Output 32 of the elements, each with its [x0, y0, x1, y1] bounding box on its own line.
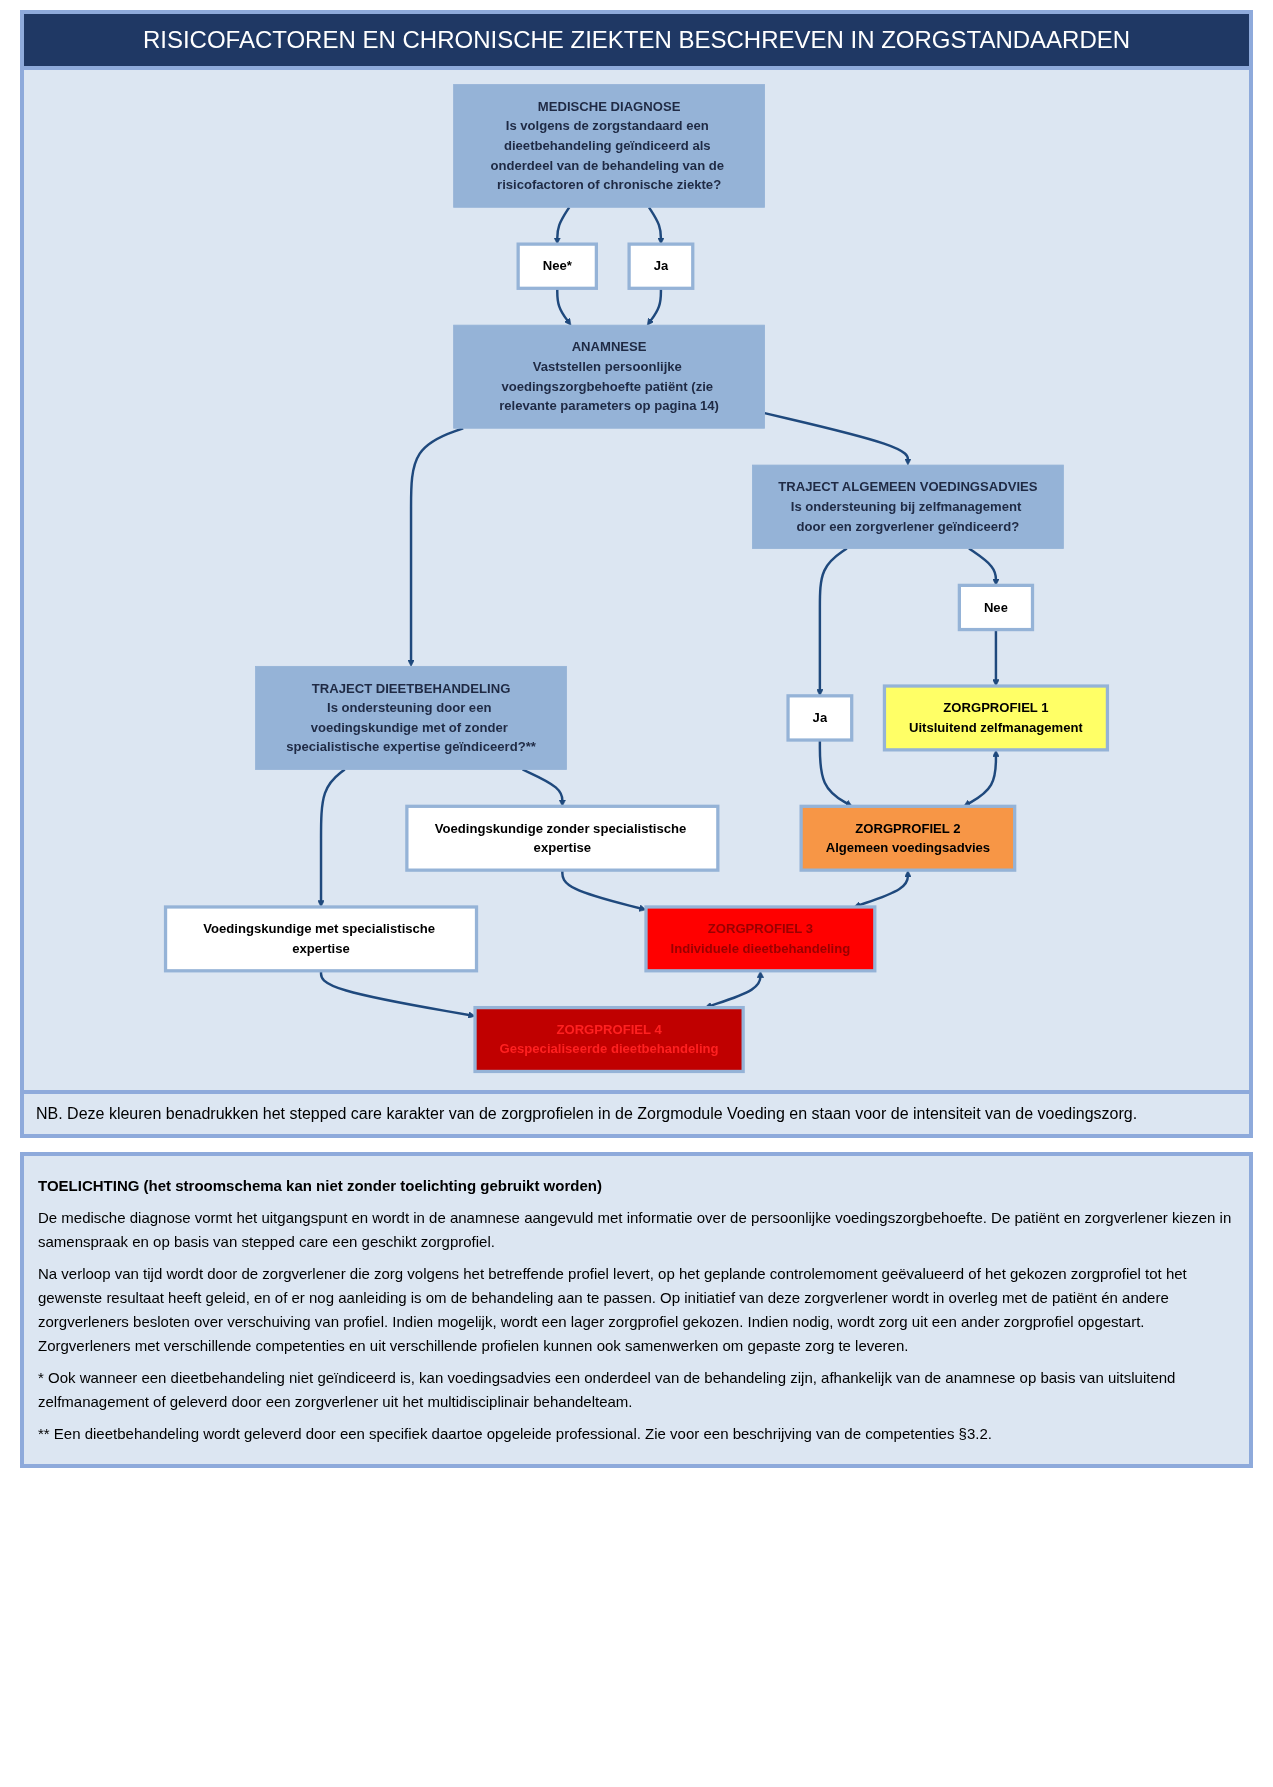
arrow [553, 206, 571, 245]
node-box: ANAMNESE Vaststellen persoonlijke voedingszorgbehoefte patiënt (zie relevante parameters op pagina 14) [453, 324, 765, 429]
paragraph: Na verloop van tijd wordt door de zorgverlener die zorg volgens het betreffende profiel levert, op het geplande controlemoment geëvalueerd of het gekozen zorgprofiel tot het gewenste resultaat heeft geleid, en of er nog aanleiding is om de behandeling aan te passen. Op initiatief van deze zorgverlener wordt in overleg met de patiënt én andere zorgverleners besloten over verschuiving van profiel. Indien mogelijk, wordt een lager zorgprofiel gekozen. Indien nodig, wordt zorg uit een ander zorgprofiel opgestart. Zorgverleners met verschillende competenties en uit verschillende profielen kunnen ook samenwerken om gepaste zorg te leveren. [38, 1264, 1188, 1356]
arrow [963, 749, 1000, 807]
paragraph: * Ook wanneer een dieetbehandeling niet geïndiceerd is, kan voedingsadvies een onderdeel van de behandeling zijn, afhankelijk van de anamnese op basis van uitsluitend zelfmanagement of geleverd door een zorgverlener uit het multidisciplinair behandelteam. [38, 1368, 1177, 1412]
arrow [647, 288, 663, 326]
note: NB. Deze kleuren benadrukken het stepped care karakter van de zorgprofielen in de Zorgmodule Voeding en staan voor de intensiteit van de voedingszorg. [20, 1094, 1253, 1138]
node-box: TRAJECT ALGEMEEN VOEDINGSADVIES Is ondersteuning bij zelfmanagement door een zorgverlener geïndiceerd? [752, 464, 1064, 549]
node-box: Ja [786, 694, 854, 742]
node-box: Nee* [516, 242, 598, 290]
node-box: Voedingskundige zonder specialistische expertise [405, 804, 720, 872]
node-box: Ja [627, 242, 695, 290]
node-box: ZORGPROFIEL 4 Gespecialiseerde dieetbehandeling [473, 1006, 745, 1074]
node-box: ZORGPROFIEL 1 Uitsluitend zelfmanagement [882, 684, 1110, 752]
node-box: Voedingskundige met specialistische expertise [163, 905, 479, 973]
panel-heading: TOELICHTING (het stroomschema kan niet zonder toelichting gebruikt worden) [38, 1176, 603, 1196]
node-box: Nee [957, 583, 1035, 632]
paragraph: De medische diagnose vormt het uitgangspunt en wordt in de anamnese aangevuld met informatie over de persoonlijke voedingszorgbehoefte. De patiënt en zorgverlener kiezen in samenspraak en op basis van stepped care een geschikt zorgprofiel. [38, 1208, 1233, 1252]
arrow [818, 740, 853, 807]
paragraph: ** Een dieetbehandeling wordt geleverd door een specifiek daartoe opgeleide professional. Zie voor een beschrijving van de competenties §3.2. [38, 1424, 993, 1444]
arrow [968, 547, 1000, 586]
arrow [556, 288, 572, 326]
arrow [992, 629, 1000, 687]
arrow [647, 206, 665, 245]
arrow [522, 768, 566, 807]
node-box: TRAJECT DIEETBEHANDELING Is ondersteuning door een voedingskundige met of zonder specialistische expertise geïndiceerd?** [255, 665, 567, 770]
node-box: ZORGPROFIEL 3 Individuele dieetbehandeling [644, 905, 877, 973]
node-box: ZORGPROFIEL 2 Algemeen voedingsadvies [799, 804, 1017, 872]
arrow [764, 411, 912, 466]
arrow [407, 427, 464, 667]
node-box: MEDISCHE DIAGNOSE Is volgens de zorgstandaard een dieetbehandeling geïndiceerd als onderdeel van de behandeling van de risicofactoren of chronische ziekte? [453, 84, 765, 208]
title: RISICOFACTOREN EN CHRONISCHE ZIEKTEN BESCHREVEN IN ZORGSTANDAARDEN [20, 10, 1253, 70]
